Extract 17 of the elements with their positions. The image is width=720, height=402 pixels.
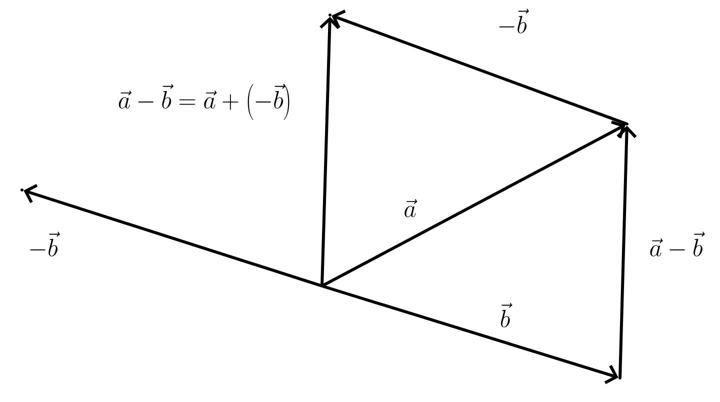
vector-arrow [322, 120, 626, 287]
vector-arrow [332, 10, 627, 125]
vector-label: $\vec{a}$ [404, 199, 418, 218]
vector-arrow [616, 126, 637, 378]
vector-endpoint [626, 122, 628, 126]
vector-arrow [322, 285, 618, 384]
vector-label: $\vec{a}-\vec{b}$ [650, 232, 705, 256]
vector-label: $-\vec{b}$ [30, 232, 60, 256]
vector-label: $\vec{a}-\vec{b}=\vec{a}+\left(-\vec{b}\right)$ [118, 84, 290, 120]
vector-arrow [320, 16, 340, 286]
vector-endpoint [618, 376, 622, 380]
vector-arrow [24, 184, 322, 287]
vector-label: $-\vec{b}$ [499, 8, 529, 34]
vector-endpoint [20, 188, 24, 192]
vector-label: $\vec{b}$ [500, 302, 512, 328]
vector-endpoint [320, 284, 324, 288]
vector-endpoint [328, 14, 332, 16]
